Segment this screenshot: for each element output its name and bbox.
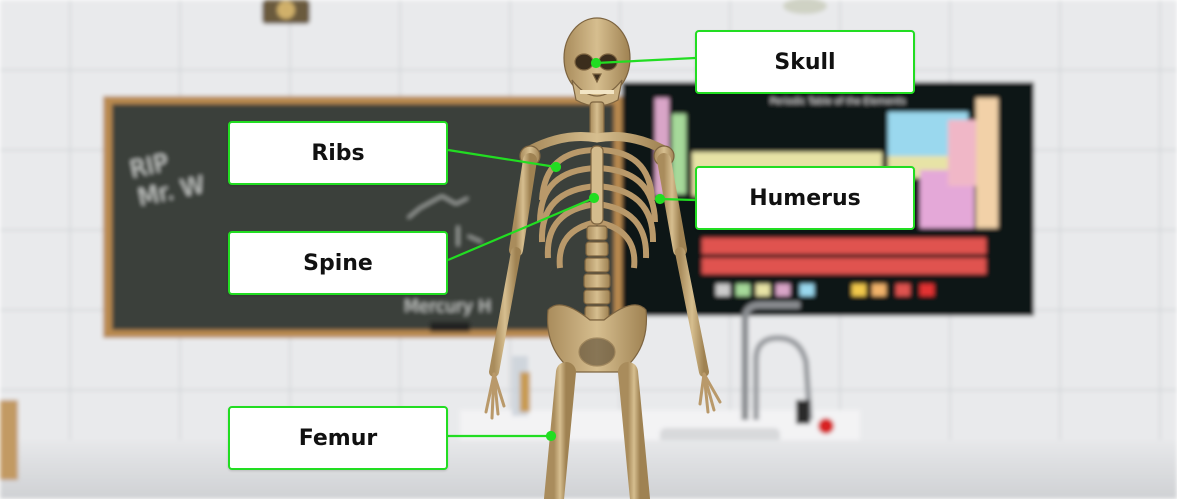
label-spine: Spine bbox=[228, 231, 448, 295]
svg-text:Mercury H: Mercury H bbox=[404, 297, 491, 317]
pointer-dot-humerus bbox=[656, 195, 664, 203]
svg-text:Periodic Table of the Elements: Periodic Table of the Elements bbox=[770, 97, 906, 107]
label-skull: Skull bbox=[695, 30, 915, 94]
pointer-dot-spine bbox=[590, 194, 598, 202]
pointer-dot-ribs bbox=[552, 163, 560, 171]
label-ribs: Ribs bbox=[228, 121, 448, 185]
pointer-dot-skull bbox=[592, 59, 600, 67]
pointer-dot-femur bbox=[547, 432, 555, 440]
label-femur: Femur bbox=[228, 406, 448, 470]
leader-line-humerus bbox=[660, 199, 695, 200]
label-humerus: Humerus bbox=[695, 166, 915, 230]
